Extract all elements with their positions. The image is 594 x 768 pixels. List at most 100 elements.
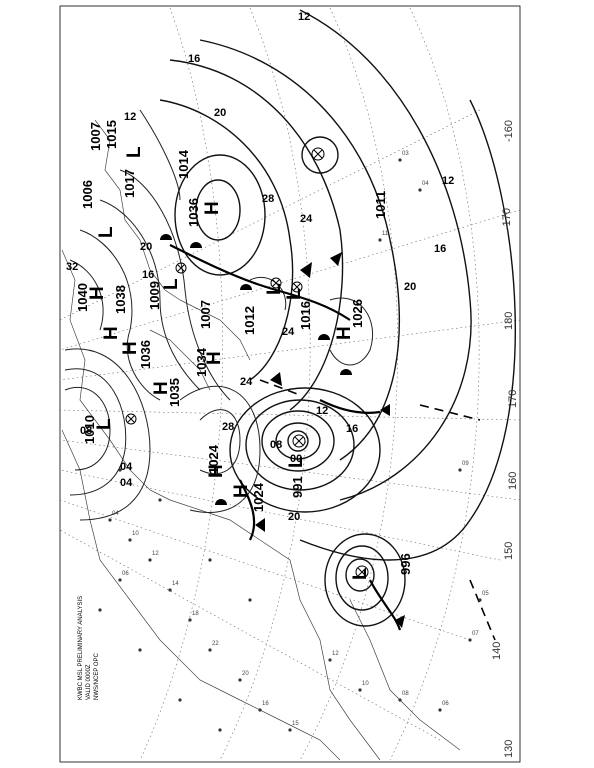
high-center: H: [101, 326, 122, 340]
low-pressure: 1012: [242, 306, 257, 335]
low-pressure: 1016: [298, 301, 313, 330]
svg-text:05: 05: [482, 591, 489, 597]
high-center: H 1024: [231, 482, 266, 512]
svg-text:15: 15: [292, 721, 299, 727]
isobar-labels: 12 16 20 24 28 32 08 04 12 16 20 24 28 1…: [66, 11, 454, 523]
graticule: [59, 7, 521, 761]
longitude-labels: -160 -170 180 170 160 150 140 130: [491, 120, 519, 758]
high-symbol: H: [204, 351, 225, 365]
low-pressure: 991: [290, 476, 305, 498]
low-center: 1007: [198, 300, 213, 329]
svg-text:03: 03: [402, 151, 409, 157]
low-symbol: L: [94, 418, 115, 430]
isobar-label: 20: [140, 241, 152, 253]
high-symbol: H: [151, 381, 172, 395]
low-pressure: 1011: [373, 191, 388, 219]
svg-text:08: 08: [402, 691, 409, 697]
high-center: 1038: [113, 285, 128, 314]
svg-text:12: 12: [152, 551, 159, 557]
low-center: 996: [398, 553, 413, 575]
longitude-label: 170: [507, 390, 519, 408]
fronts: [160, 234, 405, 631]
low-center: L 1012: [242, 283, 285, 335]
coastlines: [61, 119, 461, 761]
high-center: H 1024: [206, 444, 227, 478]
high-pressure: 1024: [206, 444, 221, 474]
high-pressure: 1040: [75, 283, 90, 312]
svg-text:14: 14: [172, 581, 179, 587]
high-pressure: 1036: [186, 198, 201, 227]
low-pressure: 1007: [88, 122, 103, 151]
isobar-label: 08: [270, 439, 282, 451]
svg-text:06: 06: [122, 571, 129, 577]
longitude-label: -170: [501, 208, 513, 230]
longitude-label: 130: [503, 740, 515, 758]
isobar-label: 12: [316, 405, 328, 417]
high-pressure: 1035: [167, 378, 182, 407]
low-center: L: [96, 226, 117, 238]
low-symbol: L: [161, 278, 182, 290]
isobar-label: 20: [214, 107, 226, 119]
low-symbol: L: [124, 146, 145, 158]
station-plots: [98, 158, 482, 732]
svg-text:04: 04: [112, 511, 119, 517]
svg-text:22: 22: [212, 641, 219, 647]
svg-text:06: 06: [442, 701, 449, 707]
high-symbol: H: [231, 484, 252, 498]
low-pressure: 1014: [176, 149, 191, 179]
high-symbol: H: [87, 286, 108, 300]
high-center: H 1034: [194, 347, 225, 377]
low-center: L 991: [286, 456, 307, 498]
isobar-label: 12: [298, 11, 310, 23]
high-center: H 1036: [120, 340, 153, 369]
high-center: H 1036: [186, 198, 223, 227]
svg-text:04: 04: [422, 181, 429, 187]
low-center: L 1010: [82, 415, 115, 444]
isobar-label: 16: [188, 53, 200, 65]
high-pressure: 1038: [113, 285, 128, 314]
header-line: VALID 0000Z: [86, 664, 92, 700]
svg-text:10: 10: [362, 681, 369, 687]
high-pressure: 1034: [194, 347, 209, 377]
longitude-label: 180: [503, 312, 515, 330]
isobar-label: 04: [120, 477, 133, 489]
low-center: 1006: [80, 180, 95, 209]
header-line: NWS/NCEP OPC: [94, 652, 100, 700]
svg-text:16: 16: [262, 701, 269, 707]
isobar-label: 16: [142, 269, 154, 281]
isobar-label: 28: [262, 193, 274, 205]
high-pressure: 1036: [138, 340, 153, 369]
high-symbol: H: [206, 464, 227, 478]
low-pressure: 1017: [122, 169, 137, 198]
high-center: H 1040: [75, 283, 108, 312]
high-symbol: H: [334, 326, 355, 340]
longitude-label: 140: [491, 642, 503, 660]
low-center: 1015: [104, 120, 119, 149]
low-pressure: 1009: [147, 281, 162, 310]
longitude-label: -160: [503, 120, 515, 142]
longitude-label: 160: [507, 472, 519, 490]
isobar-label: 16: [434, 243, 446, 255]
isobar-label: 28: [222, 421, 234, 433]
low-center: L 1009: [147, 278, 182, 310]
svg-text:11: 11: [382, 231, 389, 237]
svg-text:10: 10: [132, 531, 139, 537]
high-center: H 1035: [151, 378, 182, 407]
high-symbol: H: [120, 341, 141, 355]
isobar-label: 24: [282, 326, 295, 338]
high-pressure: 1024: [251, 482, 266, 512]
isobar-label: 08: [80, 425, 92, 437]
isobar-label: 12: [442, 175, 454, 187]
low-symbol: L: [286, 456, 307, 468]
chart-header: KWBC MSL PRELIMINARY ANALYSIS VALID 0000…: [78, 596, 100, 700]
isobar-label: 12: [124, 111, 136, 123]
svg-text:07: 07: [472, 631, 479, 637]
svg-text:09: 09: [462, 461, 469, 467]
low-symbol: L: [96, 226, 117, 238]
low-pressure: 996: [398, 553, 413, 575]
svg-text:12: 12: [332, 651, 339, 657]
station-values: 04 10 12 06 14 18 22 20 16 15 12 10 08 0…: [112, 151, 489, 727]
svg-text:20: 20: [242, 671, 249, 677]
